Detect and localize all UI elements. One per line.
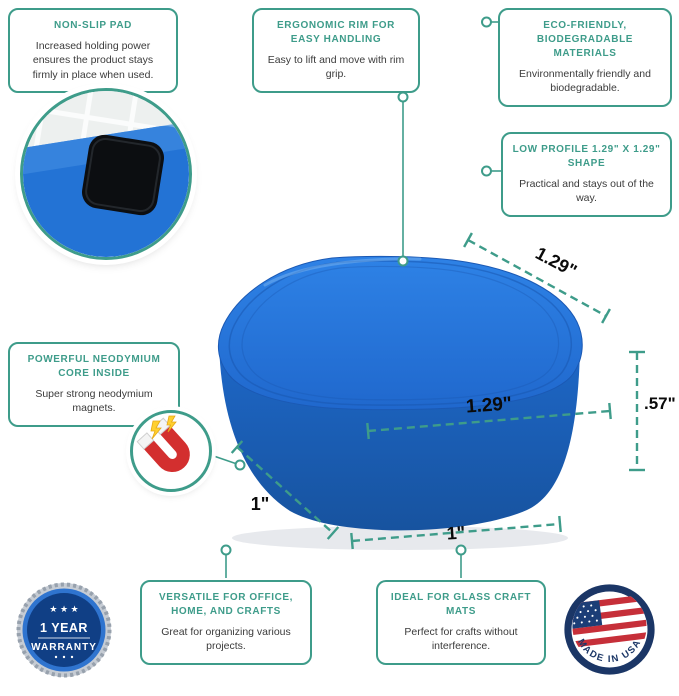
- product-shadow: [232, 526, 568, 550]
- non-slip-pad-closeup: [81, 134, 165, 216]
- product-closeup-inset: [20, 88, 192, 260]
- callout-title: IDEAL FOR GLASS CRAFT MATS: [390, 592, 532, 617]
- callout-ergonomic-rim: ERGONOMIC RIM FOR EASY HANDLING Easy to …: [252, 8, 420, 93]
- callout-title: POWERFUL NEODYMIUM CORE INSIDE: [27, 354, 161, 379]
- warranty-badge: ★ ★ ★ 1 YEAR WARRANTY: [14, 580, 114, 680]
- magnet-icon: [136, 415, 190, 472]
- dimension-label-top-width: 1.29": [532, 242, 581, 282]
- product-lid: [217, 255, 583, 411]
- spark-icon: [150, 420, 162, 440]
- badge-stars: ★ ★ ★: [49, 604, 78, 614]
- spark-icon: [166, 415, 177, 433]
- made-in-usa-icon: MADE IN USA: [564, 584, 655, 675]
- callout-body: Perfect for crafts without interference.: [404, 626, 518, 653]
- callout-body: Easy to lift and move with rim grip.: [267, 54, 405, 81]
- connector-dots: [220, 16, 492, 556]
- made-in-usa-badge: MADE IN USA: [562, 582, 657, 677]
- dimension-label-height: .57": [644, 394, 676, 413]
- callout-body: Super strong neodymium magnets.: [35, 388, 153, 415]
- callout-title: ECO-FRIENDLY, BIODEGRADABLE MATERIALS: [536, 20, 634, 59]
- callout-neodymium-core: POWERFUL NEODYMIUM CORE INSIDE Super str…: [8, 342, 180, 427]
- closeup-photo: [23, 91, 189, 257]
- callout-low-profile: LOW PROFILE 1.29" X 1.29" SHAPE Practica…: [501, 132, 672, 217]
- callout-body: Environmentally friendly and biodegradab…: [519, 68, 651, 95]
- dimension-label-bottom-width: 1": [446, 522, 466, 544]
- badge-dots: [54, 655, 74, 659]
- magnet-icon-circle: [130, 410, 212, 492]
- callout-title: ERGONOMIC RIM FOR EASY HANDLING: [277, 20, 395, 45]
- badge-line1: 1 YEAR: [40, 621, 88, 635]
- callout-body: Increased holding power ensures the prod…: [32, 40, 154, 81]
- warranty-badge-icon: ★ ★ ★ 1 YEAR WARRANTY: [16, 582, 112, 678]
- callout-title: NON-SLIP PAD: [54, 20, 132, 31]
- callout-title: VERSATILE FOR OFFICE, HOME, AND CRAFTS: [158, 592, 294, 617]
- badge-line2: WARRANTY: [31, 642, 97, 653]
- us-flag-icon: [572, 593, 647, 649]
- callout-versatile: VERSATILE FOR OFFICE, HOME, AND CRAFTS G…: [140, 580, 312, 665]
- callout-body: Practical and stays out of the way.: [519, 178, 654, 205]
- callout-eco-friendly: ECO-FRIENDLY, BIODEGRADABLE MATERIALS En…: [498, 8, 672, 107]
- callout-non-slip-pad: NON-SLIP PAD Increased holding power ens…: [8, 8, 178, 94]
- callout-body: Great for organizing various projects.: [161, 626, 291, 653]
- dimension-label-front-width: 1.29": [465, 393, 513, 418]
- dimension-label-side-depth: 1": [250, 494, 270, 514]
- callout-glass-craft-mats: IDEAL FOR GLASS CRAFT MATS Perfect for c…: [376, 580, 546, 665]
- callout-title: LOW PROFILE 1.29" X 1.29" SHAPE: [512, 144, 661, 169]
